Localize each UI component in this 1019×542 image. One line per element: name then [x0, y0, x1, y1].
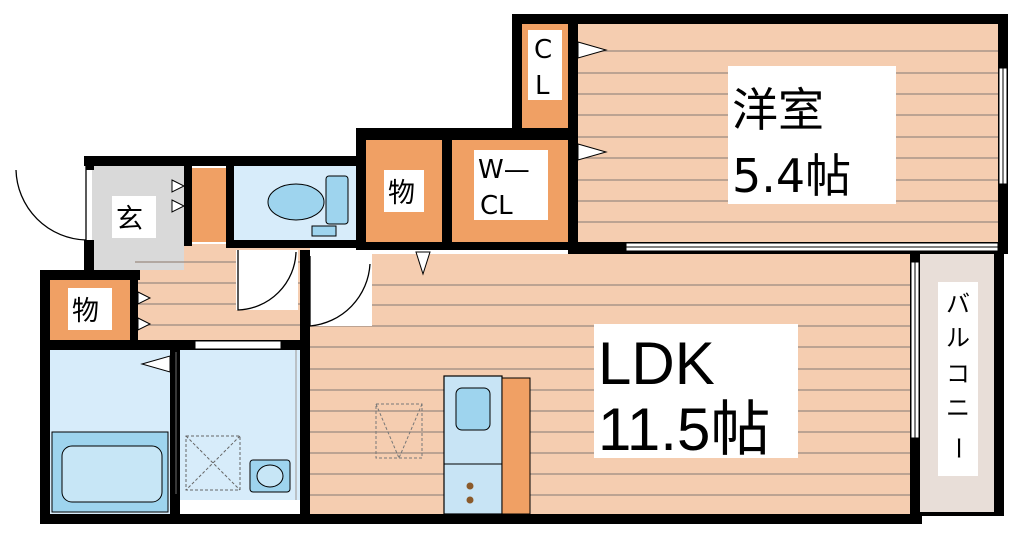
storage-upper-label: 物 [388, 178, 415, 209]
balcony-char-2: ル [946, 324, 970, 352]
balcony-char-4: ニ [946, 394, 970, 422]
ldk-name: LDK [598, 330, 715, 397]
walk-in-closet-label-line1: W— [478, 155, 530, 185]
entrance-label: 玄 [116, 204, 143, 235]
closet-label-line2: L [535, 71, 550, 101]
western-room-name: 洋室 [732, 83, 824, 137]
balcony-char-5: ー [944, 436, 972, 460]
bathtub [51, 431, 169, 513]
toilet-fixture [267, 175, 349, 237]
balcony-char-3: コ [946, 360, 970, 388]
entrance-shoe-closet-fill [192, 168, 230, 242]
storage-lower-label: 物 [72, 296, 99, 327]
washroom-door-gap [194, 340, 282, 350]
western-room-size: 5.4帖 [732, 149, 851, 203]
closet-label-line1: C [534, 35, 552, 65]
windows [194, 67, 1008, 439]
walk-in-closet-label-line2: CL [480, 191, 513, 221]
washer-and-sink [185, 435, 291, 493]
labels: 洋室 5.4帖 LDK 11.5帖 C L W— CL 物 物 玄 バ ル コ … [72, 35, 972, 463]
opening-markers [137, 41, 608, 373]
doors [14, 166, 372, 500]
kitchen [375, 375, 531, 515]
ldk-size: 11.5帖 [598, 396, 770, 463]
label-backgrounds [68, 30, 978, 476]
balcony-char-1: バ [946, 290, 970, 318]
